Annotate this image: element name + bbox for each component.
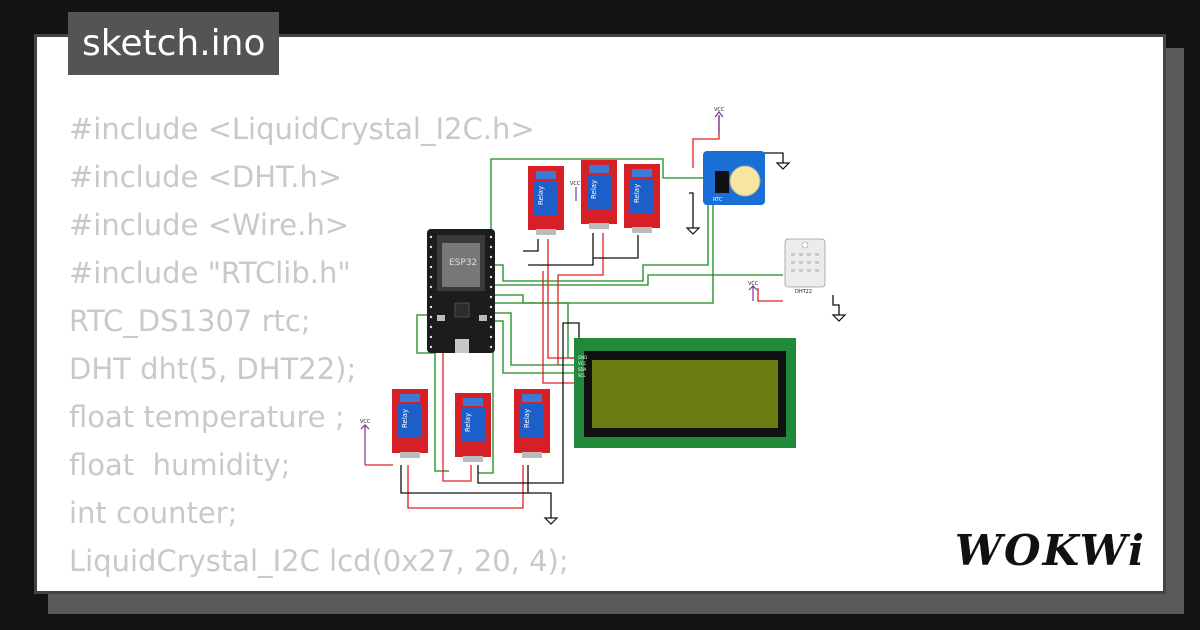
code-line: LiquidCrystal_I2C lcd(0x27, 20, 4); xyxy=(69,544,569,578)
esp32-board: ESP32 xyxy=(427,229,495,353)
code-line: #include <Wire.h> xyxy=(69,208,350,242)
relay-label: Relay xyxy=(590,180,598,199)
relay-module: Relay xyxy=(624,164,660,233)
code-preview: #include <LiquidCrystal_I2C.h> #include … xyxy=(69,105,569,591)
lcd-pin-vcc: VCC xyxy=(578,361,587,366)
code-line: DHT dht(5, DHT22); xyxy=(69,352,357,386)
code-line: #include <DHT.h> xyxy=(69,160,343,194)
lcd-display: GND VCC SDA SCL xyxy=(574,338,796,448)
wokwi-logo: WOKWi xyxy=(954,526,1146,575)
relay-module: Relay xyxy=(455,393,491,462)
vcc-label-bottom: VCC xyxy=(360,419,371,425)
vcc-label-rtc: VCC xyxy=(714,107,725,113)
code-line: RTC_DS1307 rtc; xyxy=(69,304,311,338)
esp32-label: ESP32 xyxy=(449,258,477,268)
relay-label: Relay xyxy=(537,186,545,205)
dht22-sensor: DHT22 xyxy=(784,238,826,295)
code-line: float temperature ; xyxy=(69,400,345,434)
relay-module: Relay xyxy=(528,166,564,235)
vcc-label-dht: VCC xyxy=(748,281,759,287)
relay-module: Relay xyxy=(581,160,617,229)
code-line: float humidity; xyxy=(69,448,291,482)
dht22-label: DHT22 xyxy=(795,289,812,295)
code-line: #include "RTClib.h" xyxy=(69,256,351,290)
black-wires xyxy=(400,152,840,518)
code-line: int counter; xyxy=(69,496,238,530)
rtc-module: RTC xyxy=(703,151,765,205)
code-line: #include <LiquidCrystal_I2C.h> xyxy=(69,112,535,146)
circuit-diagram: VCC VCC VCC VCC ESP32 xyxy=(360,107,847,525)
lcd-pin-scl: SCL xyxy=(578,373,586,378)
relay-module: Relay xyxy=(514,389,550,458)
vcc-symbols: VCC VCC VCC VCC xyxy=(360,107,759,466)
relay-label: Relay xyxy=(633,184,641,203)
sketch-filename: sketch.ino xyxy=(68,12,280,75)
lcd-pin-gnd: GND xyxy=(578,355,587,360)
rtc-label: RTC xyxy=(713,197,723,203)
relay-label: Relay xyxy=(464,413,472,432)
vcc-label-relay: VCC xyxy=(570,181,581,187)
relay-label: Relay xyxy=(523,409,531,428)
relay-module: Relay xyxy=(392,389,428,458)
lcd-pin-sda: SDA xyxy=(578,367,587,372)
ground-symbols xyxy=(543,162,847,525)
preview-card: #include <LiquidCrystal_I2C.h> #include … xyxy=(34,34,1166,594)
relay-label: Relay xyxy=(401,409,409,428)
